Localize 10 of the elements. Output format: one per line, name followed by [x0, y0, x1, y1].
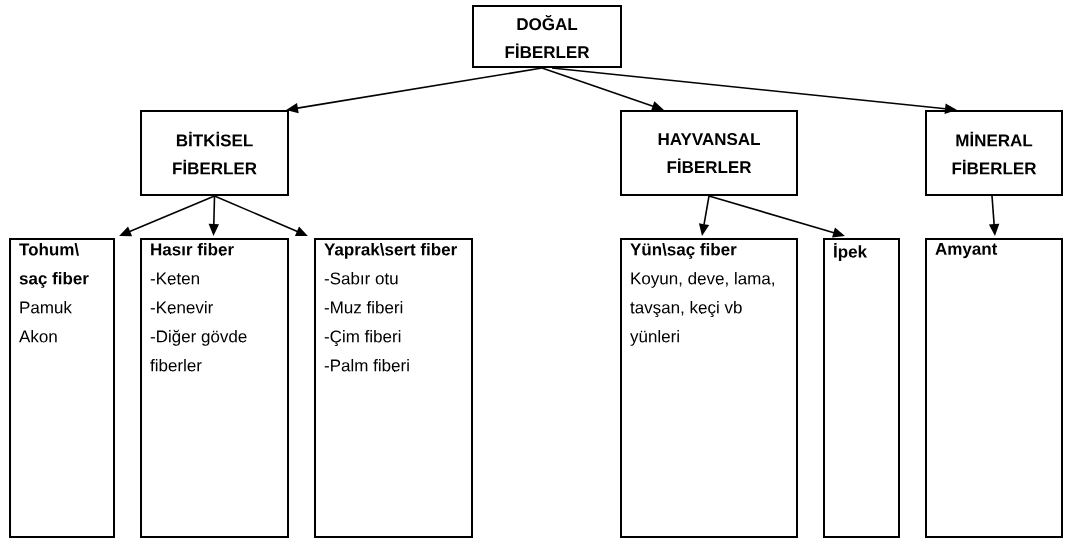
- list-box: Yaprak\sert fiber -Sabır otu -Muz fiberi -Çim fiberi -Palm fiberi: [314, 238, 473, 538]
- list-box: Hasır fiber -Keten -Kenevir -Diğer gövde fiberler: [140, 238, 289, 538]
- category-box: BİTKİSEL FİBERLER: [140, 110, 289, 196]
- list-box: Amyant: [925, 238, 1063, 538]
- list-box: Yün\saç fiber Koyun, deve, lama, tavşan, keçi vb yünleri: [620, 238, 798, 538]
- list-box: Tohum\ saç fiber Pamuk Akon: [9, 238, 115, 538]
- category-box: DOĞAL FİBERLER: [472, 5, 622, 68]
- category-box: MİNERAL FİBERLER: [925, 110, 1063, 196]
- category-box: HAYVANSAL FİBERLER: [620, 110, 798, 196]
- list-box: İpek: [823, 238, 900, 538]
